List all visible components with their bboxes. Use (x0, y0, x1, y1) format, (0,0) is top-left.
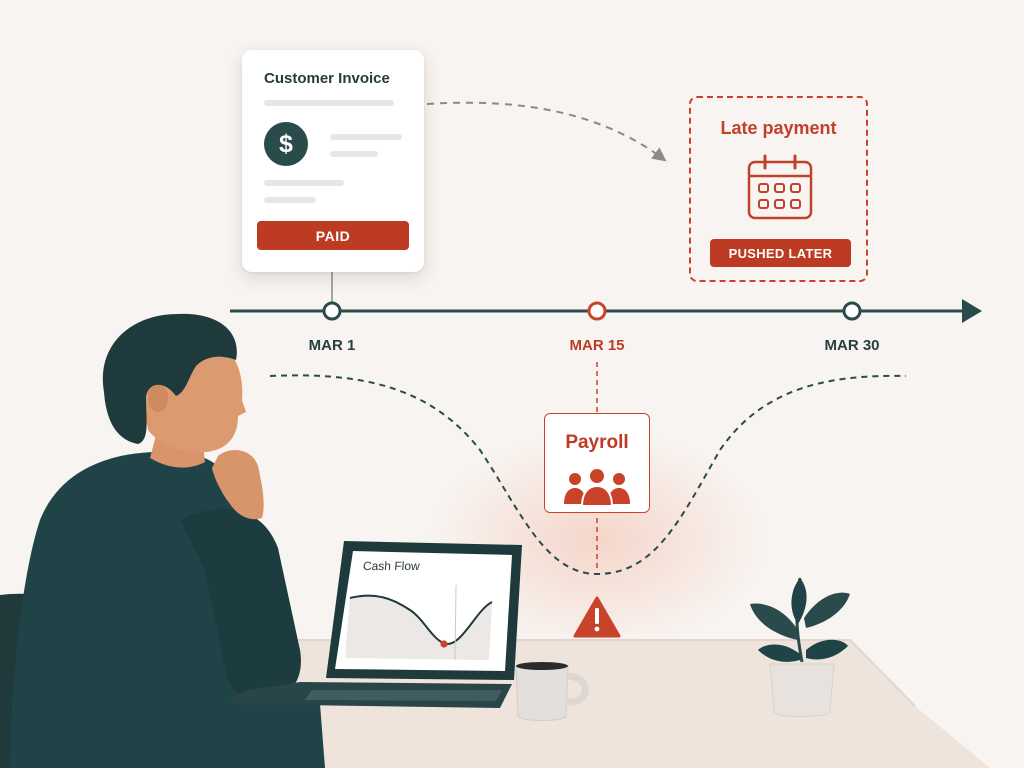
invoice-placeholder-line (264, 197, 316, 203)
timeline-node-mar15 (587, 301, 607, 321)
timeline-node-mar30 (842, 301, 862, 321)
invoice-title: Customer Invoice (264, 70, 390, 87)
timeline-date-mar1: MAR 1 (308, 337, 356, 354)
late-payment-title: Late payment (720, 118, 837, 138)
delay-arrow (426, 101, 667, 162)
pushed-later-badge: PUSHED LATER (710, 239, 851, 267)
paid-badge: PAID (257, 221, 409, 250)
timeline-date-mar30: MAR 30 (824, 337, 880, 354)
cash-dip-curve (269, 374, 907, 576)
laptop (230, 541, 522, 708)
timeline-date-mar15: MAR 15 (569, 337, 625, 354)
person-ear (148, 384, 168, 412)
plant (750, 577, 850, 717)
timeline-node-mar1 (322, 301, 342, 321)
invoice-placeholder-line (330, 151, 378, 157)
coffee-mug (515, 662, 589, 721)
invoice-placeholder-line (264, 100, 394, 106)
laptop-screen-title: Cash Flow (362, 559, 421, 573)
late-payment-card: Late payment PUSHED LATER (689, 96, 868, 282)
invoice-placeholder-line (330, 134, 402, 140)
customer-invoice-card: Customer Invoice $ PAID (242, 50, 424, 272)
invoice-placeholder-line (264, 180, 344, 186)
people-icon (564, 467, 630, 507)
timeline-arrowhead (962, 299, 982, 323)
warning-icon (573, 596, 621, 638)
payroll-title: Payroll (565, 432, 629, 453)
payroll-card: Payroll (544, 413, 650, 513)
calendar-icon (747, 154, 813, 220)
person-hand (212, 450, 264, 520)
dollar-icon: $ (264, 122, 308, 166)
person-arm (180, 508, 301, 700)
person-hair (102, 313, 237, 444)
